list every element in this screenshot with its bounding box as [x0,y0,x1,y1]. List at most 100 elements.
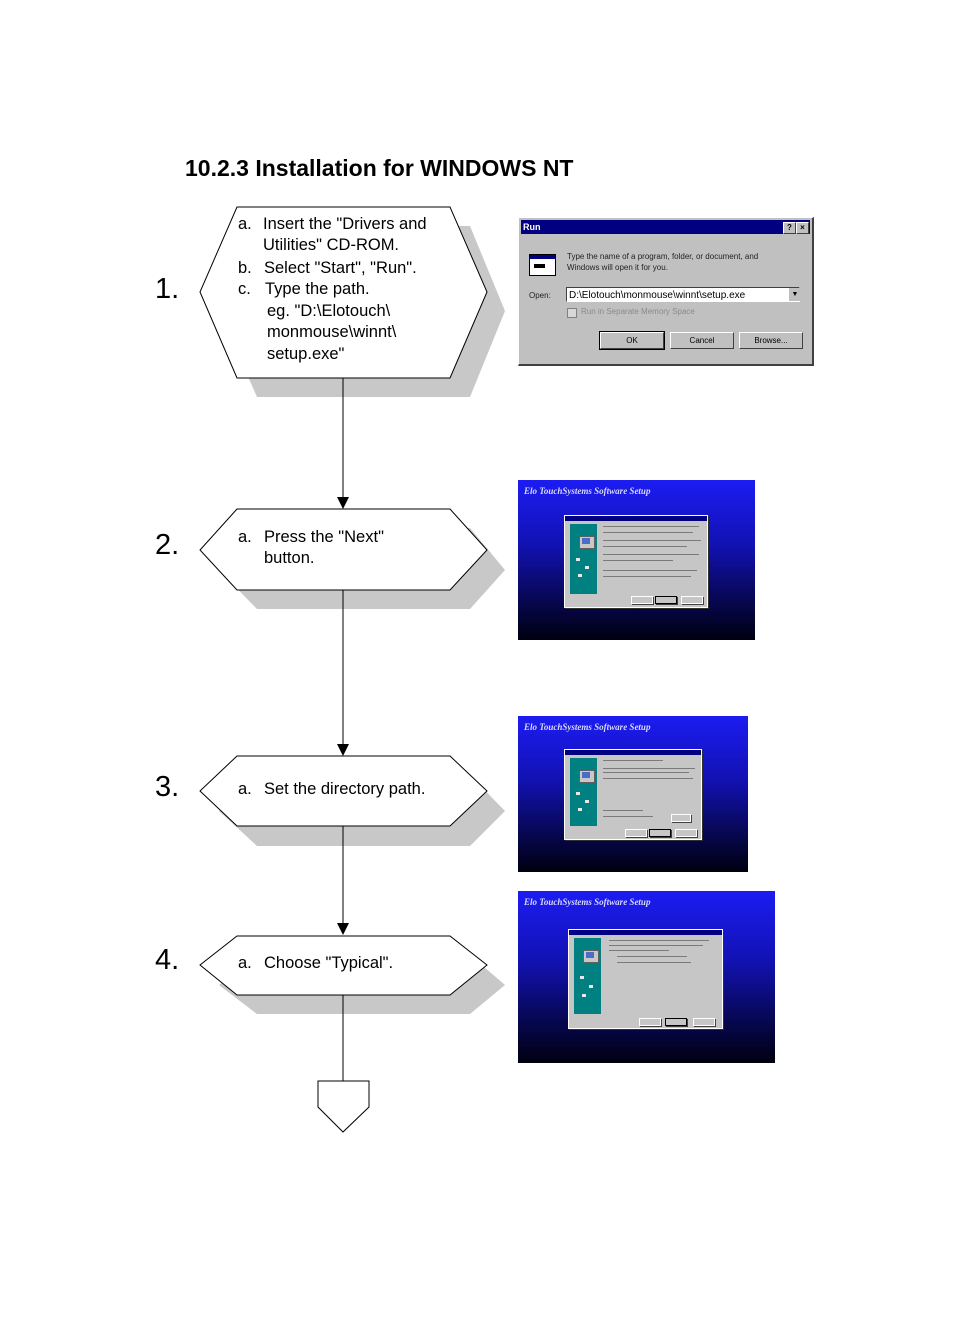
run-prompt: Type the name of a program, folder, or d… [567,251,758,273]
off-page-connector [317,1080,370,1133]
setup-screenshot-destination: Elo TouchSystems Software Setup [518,716,748,872]
setup-graphic [570,524,597,594]
disk-icon [580,976,584,979]
step-4-number: 4. [155,944,180,976]
step-3-hexagon [199,755,488,827]
setup-title: Elo TouchSystems Software Setup [524,722,651,732]
setup-screenshot-welcome: Elo TouchSystems Software Setup [518,480,755,640]
cancel-button: Cancel [670,332,734,349]
open-label: Open: [529,291,551,300]
step-1-line-1: Insert the "Drivers and [263,215,427,233]
run-dialog-screenshot: Run ? × Type the name of a program, fold… [518,217,814,366]
next-button [649,829,671,837]
text-line [603,526,699,527]
option-custom [617,962,691,963]
step-1-line-3: Select "Start", "Run". [264,259,417,277]
ok-button: OK [599,331,665,350]
section-heading: 10.2.3 Installation for WINDOWS NT [185,155,574,181]
back-button [631,596,653,604]
computer-screen-icon [586,952,594,958]
text-line [603,554,699,555]
text-line [603,772,689,773]
cancel-button [681,596,703,604]
text-line [603,532,693,533]
arrow-head-4 [337,923,349,935]
setup-window-titlebar [565,750,701,755]
step-1-line-7: setup.exe" [267,345,345,363]
browse-button: Browse... [739,332,803,349]
text-line [603,576,691,577]
disk-icon [578,808,582,811]
step-4-hexagon [199,935,488,996]
option-typical [617,956,687,957]
setup-title: Elo TouchSystems Software Setup [524,486,651,496]
setup-window-titlebar [569,930,722,935]
step-2-line-2: button. [264,549,315,567]
text-line [603,816,653,817]
cancel-button [693,1018,715,1026]
step-1-line-4: Type the path. [265,280,370,298]
open-field: D:\Elotouch\monmouse\winnt\setup.exe [566,287,800,302]
arrow-head-2 [337,497,349,509]
run-icon [529,254,556,276]
next-button [655,596,677,604]
chevron-down-icon: ▼ [788,288,801,301]
step-2-marker-a: a. [238,528,252,546]
text-line [603,560,673,561]
text-line [603,810,643,811]
step-3-line-1: Set the directory path. [264,780,426,798]
separate-memory-label: Run in Separate Memory Space [581,307,695,316]
run-dialog-titlebar: Run ? × [521,220,810,234]
step-4-marker-a: a. [238,954,252,972]
step-3-marker-a: a. [238,780,252,798]
step-2-line-1: Press the "Next" [264,528,384,546]
help-button: ? [783,222,796,234]
text-line [609,950,669,951]
step-1-number: 1. [155,273,180,305]
step-3-number: 3. [155,771,180,803]
setup-wizard-window [564,749,702,840]
run-prompt-line-1: Type the name of a program, folder, or d… [567,252,759,261]
step-1-marker-a: a. [238,215,252,233]
text-line [603,540,701,541]
separate-memory-checkbox [567,308,577,318]
text-line [603,778,693,779]
setup-graphic [574,938,601,1014]
run-prompt-line-2: Windows will open it for you. [567,263,668,272]
disk-icon [578,574,582,577]
text-line [603,768,695,769]
disk-icon [585,566,589,569]
back-button [639,1018,661,1026]
run-dialog-title: Run [523,222,541,232]
setup-title: Elo TouchSystems Software Setup [524,897,651,907]
computer-screen-icon [582,772,590,778]
text-line [603,546,687,547]
text-line [609,945,703,946]
close-button: × [796,222,809,234]
text-line [603,570,697,571]
step-1-marker-b: b. [238,259,252,277]
step-4-line-1: Choose "Typical". [264,954,394,972]
disk-icon [576,792,580,795]
arrow-head-3 [337,744,349,756]
step-2-hexagon [199,508,488,591]
disk-icon [589,985,593,988]
step-1-line-5: eg. "D:\Elotouch\ [267,302,391,320]
setup-wizard-window [568,929,723,1029]
step-1-marker-c: c. [238,280,251,298]
computer-screen-icon [582,538,590,544]
disk-icon [576,558,580,561]
setup-graphic [570,758,597,826]
next-button [665,1018,687,1026]
back-button [625,829,647,837]
disk-icon [582,994,586,997]
setup-screenshot-setup-type: Elo TouchSystems Software Setup [518,891,775,1063]
disk-icon [585,800,589,803]
step-2-number: 2. [155,529,180,561]
setup-window-titlebar [565,516,707,521]
step-1-hexagon [199,206,488,379]
step-1-line-2: Utilities" CD-ROM. [263,236,400,254]
text-line [609,940,709,941]
cancel-button [675,829,697,837]
